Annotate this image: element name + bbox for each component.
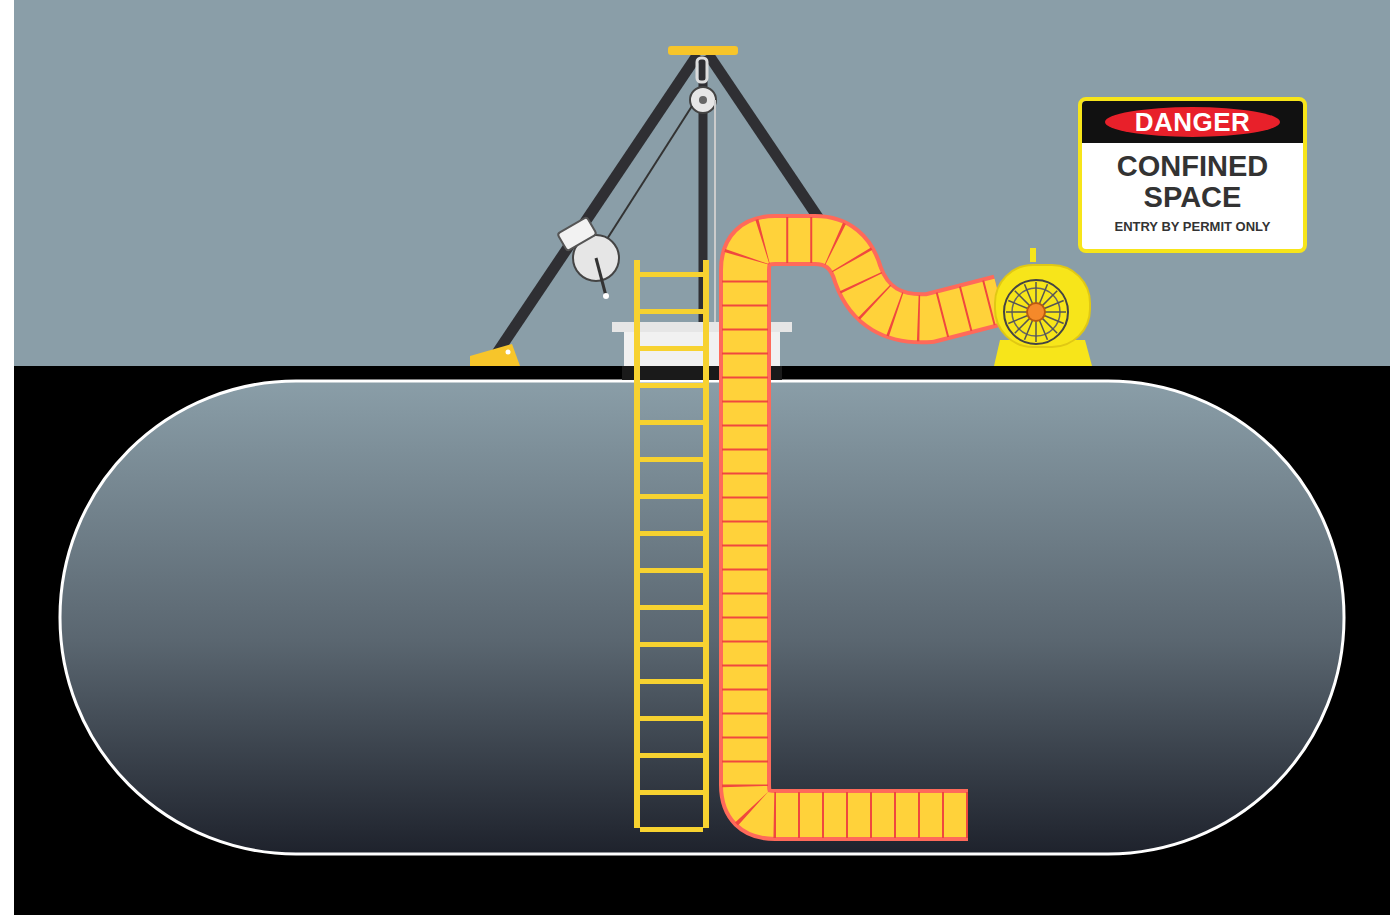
fan-blower	[994, 248, 1092, 366]
ladder-rung	[640, 383, 703, 388]
ladder-rung	[640, 605, 703, 610]
ladder-rung	[640, 346, 703, 351]
ladder-rung	[640, 716, 703, 721]
ventilation-duct	[745, 240, 1000, 815]
tripod	[470, 46, 840, 366]
danger-sign: DANGER CONFINED SPACE ENTRY BY PERMIT ONLY	[1078, 97, 1307, 253]
fan-spoke	[1045, 311, 1066, 313]
ladder-rung	[640, 679, 703, 684]
tank	[60, 381, 1344, 854]
ladder-rung	[640, 790, 703, 795]
ladder-rung	[640, 753, 703, 758]
fan-spoke	[1039, 320, 1047, 339]
ladder-rung	[640, 420, 703, 425]
ladder-rung	[640, 494, 703, 499]
sign-note: ENTRY BY PERMIT ONLY	[1114, 219, 1270, 235]
fan-spoke	[1006, 311, 1027, 313]
ground	[14, 366, 1390, 915]
ladder-rung	[640, 309, 703, 314]
ladder-rung	[640, 827, 703, 832]
fan-spoke	[1035, 321, 1037, 342]
ladder-rung	[640, 568, 703, 573]
ladder-rung	[640, 531, 703, 536]
sign-header: DANGER	[1105, 107, 1281, 137]
fan-spoke	[1035, 282, 1037, 303]
ladder	[634, 260, 709, 832]
sign-header-band: DANGER	[1082, 101, 1303, 143]
ladder-rung	[640, 457, 703, 462]
sign-title: CONFINED SPACE	[1103, 151, 1283, 213]
fan-spoke	[1025, 284, 1033, 303]
fan-spoke	[1044, 301, 1063, 309]
ladder-rung	[640, 272, 703, 277]
fan-spoke	[1008, 315, 1027, 323]
sky	[14, 0, 1390, 367]
ladder-rung	[640, 642, 703, 647]
